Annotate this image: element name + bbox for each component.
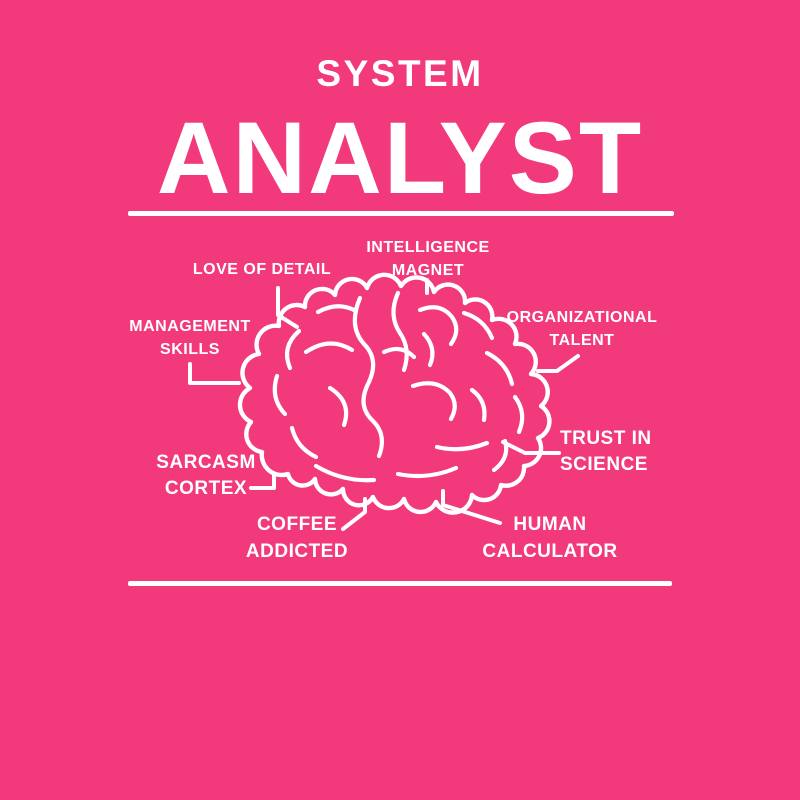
connector-love-of-detail <box>276 286 299 329</box>
connector-sarcasm-cortex <box>249 473 276 490</box>
brain-gyri <box>272 290 525 483</box>
title-system: SYSTEM <box>316 53 484 94</box>
footer-divider <box>128 581 672 586</box>
label-human-calculator: HUMAN CALCULATOR <box>482 514 618 562</box>
label-love-of-detail: LOVE OF DETAIL <box>192 261 332 278</box>
brain-outline <box>237 272 552 515</box>
label-coffee-addicted: COFFEE ADDICTED <box>245 514 349 562</box>
connector-management-skills <box>188 362 241 385</box>
label-sarcasm-cortex: SARCASM CORTEX <box>156 452 256 499</box>
label-trust-in-science: TRUST IN SCIENCE <box>560 428 652 475</box>
title-analyst: ANALYST <box>156 101 644 215</box>
connector-human-calculator <box>441 489 502 525</box>
connector-trust-in-science <box>501 440 561 455</box>
title-underline <box>128 211 674 216</box>
label-organizational-talent: ORGANIZATIONAL TALENT <box>506 309 658 349</box>
connector-coffee-addicted <box>341 497 367 531</box>
label-management-skills: MANAGEMENT SKILLS <box>129 318 251 358</box>
label-intelligence-magnet: INTELLIGENCE MAGNET <box>366 239 490 279</box>
connector-organizational-talent <box>536 354 580 373</box>
